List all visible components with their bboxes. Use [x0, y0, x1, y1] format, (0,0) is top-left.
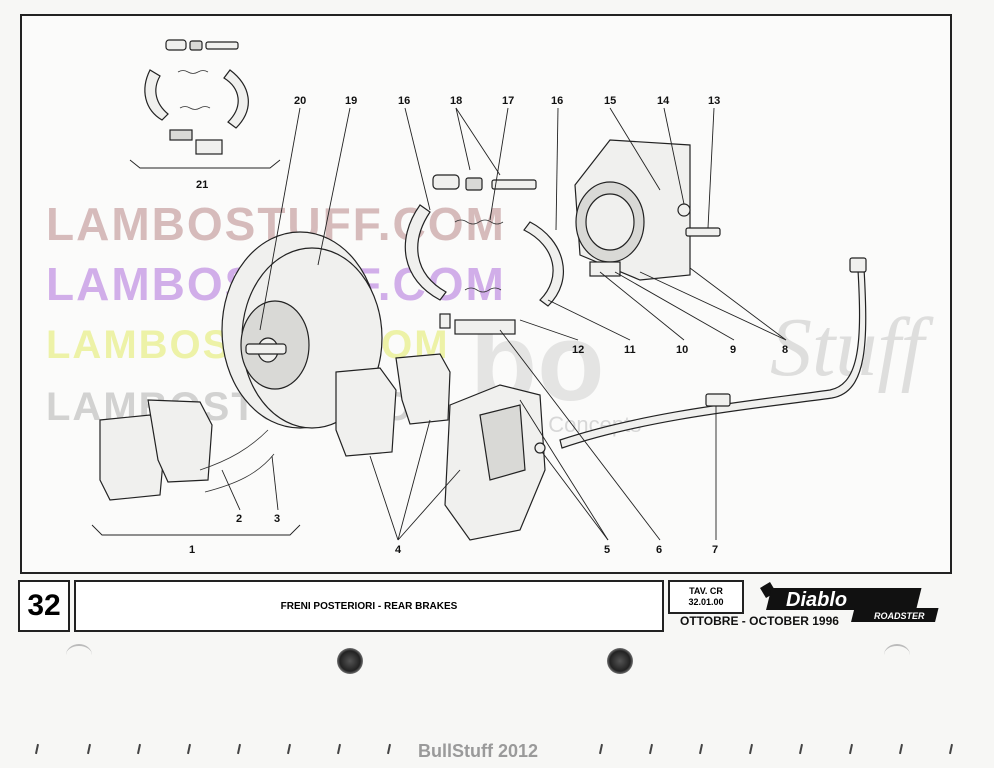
callout-5: 5	[604, 544, 610, 556]
callout-14: 14	[657, 95, 670, 107]
tav-label: TAV. CR	[689, 586, 723, 596]
logo-brand: Diablo	[786, 589, 847, 611]
page-number: 32	[18, 580, 70, 632]
callout-labels: 1 2 3 4 5 6 7 8 9 10 11 12 13 14 15 16 1…	[189, 95, 788, 556]
callout-16-left: 16	[398, 95, 410, 107]
punch-hole	[337, 648, 363, 674]
callout-7: 7	[712, 544, 718, 556]
callout-10: 10	[676, 344, 688, 356]
parking-brake-shoe-kit	[129, 39, 281, 169]
brake-hose	[559, 257, 867, 449]
callout-6: 6	[656, 544, 662, 556]
callout-15: 15	[604, 95, 616, 107]
punch-hole	[66, 644, 92, 666]
service-brake-shoes	[404, 174, 564, 335]
callout-18: 18	[450, 95, 462, 107]
callout-20: 20	[294, 95, 306, 107]
callout-3: 3	[274, 513, 280, 525]
tav-code: 32.01.00	[688, 597, 724, 607]
callout-8: 8	[782, 344, 788, 356]
diablo-roadster-logo: Diablo ROADSTER	[760, 582, 939, 622]
callout-2: 2	[236, 513, 242, 525]
leader-lines	[221, 107, 787, 541]
callout-13: 13	[708, 95, 720, 107]
callout-17: 17	[502, 95, 514, 107]
punch-hole	[884, 644, 910, 666]
callout-16-right: 16	[551, 95, 563, 107]
callout-1: 1	[189, 544, 195, 556]
table-reference: TAV. CR 32.01.00	[668, 580, 744, 614]
callout-12: 12	[572, 344, 584, 356]
logo-model: ROADSTER	[874, 611, 925, 621]
brake-caliper	[444, 384, 546, 541]
callout-21: 21	[196, 179, 208, 191]
page-title: FRENI POSTERIORI - REAR BRAKES	[74, 580, 664, 632]
punch-hole	[607, 648, 633, 674]
callout-19: 19	[345, 95, 357, 107]
callout-4: 4	[395, 544, 402, 556]
footer-credit: BullStuff 2012	[418, 741, 539, 761]
callout-11: 11	[624, 344, 636, 356]
issue-date: OTTOBRE - OCTOBER 1996	[680, 614, 839, 628]
callout-9: 9	[730, 344, 736, 356]
hub-carrier	[574, 139, 721, 281]
pad-wear-sensors	[199, 429, 275, 493]
brake-pads	[91, 353, 451, 536]
